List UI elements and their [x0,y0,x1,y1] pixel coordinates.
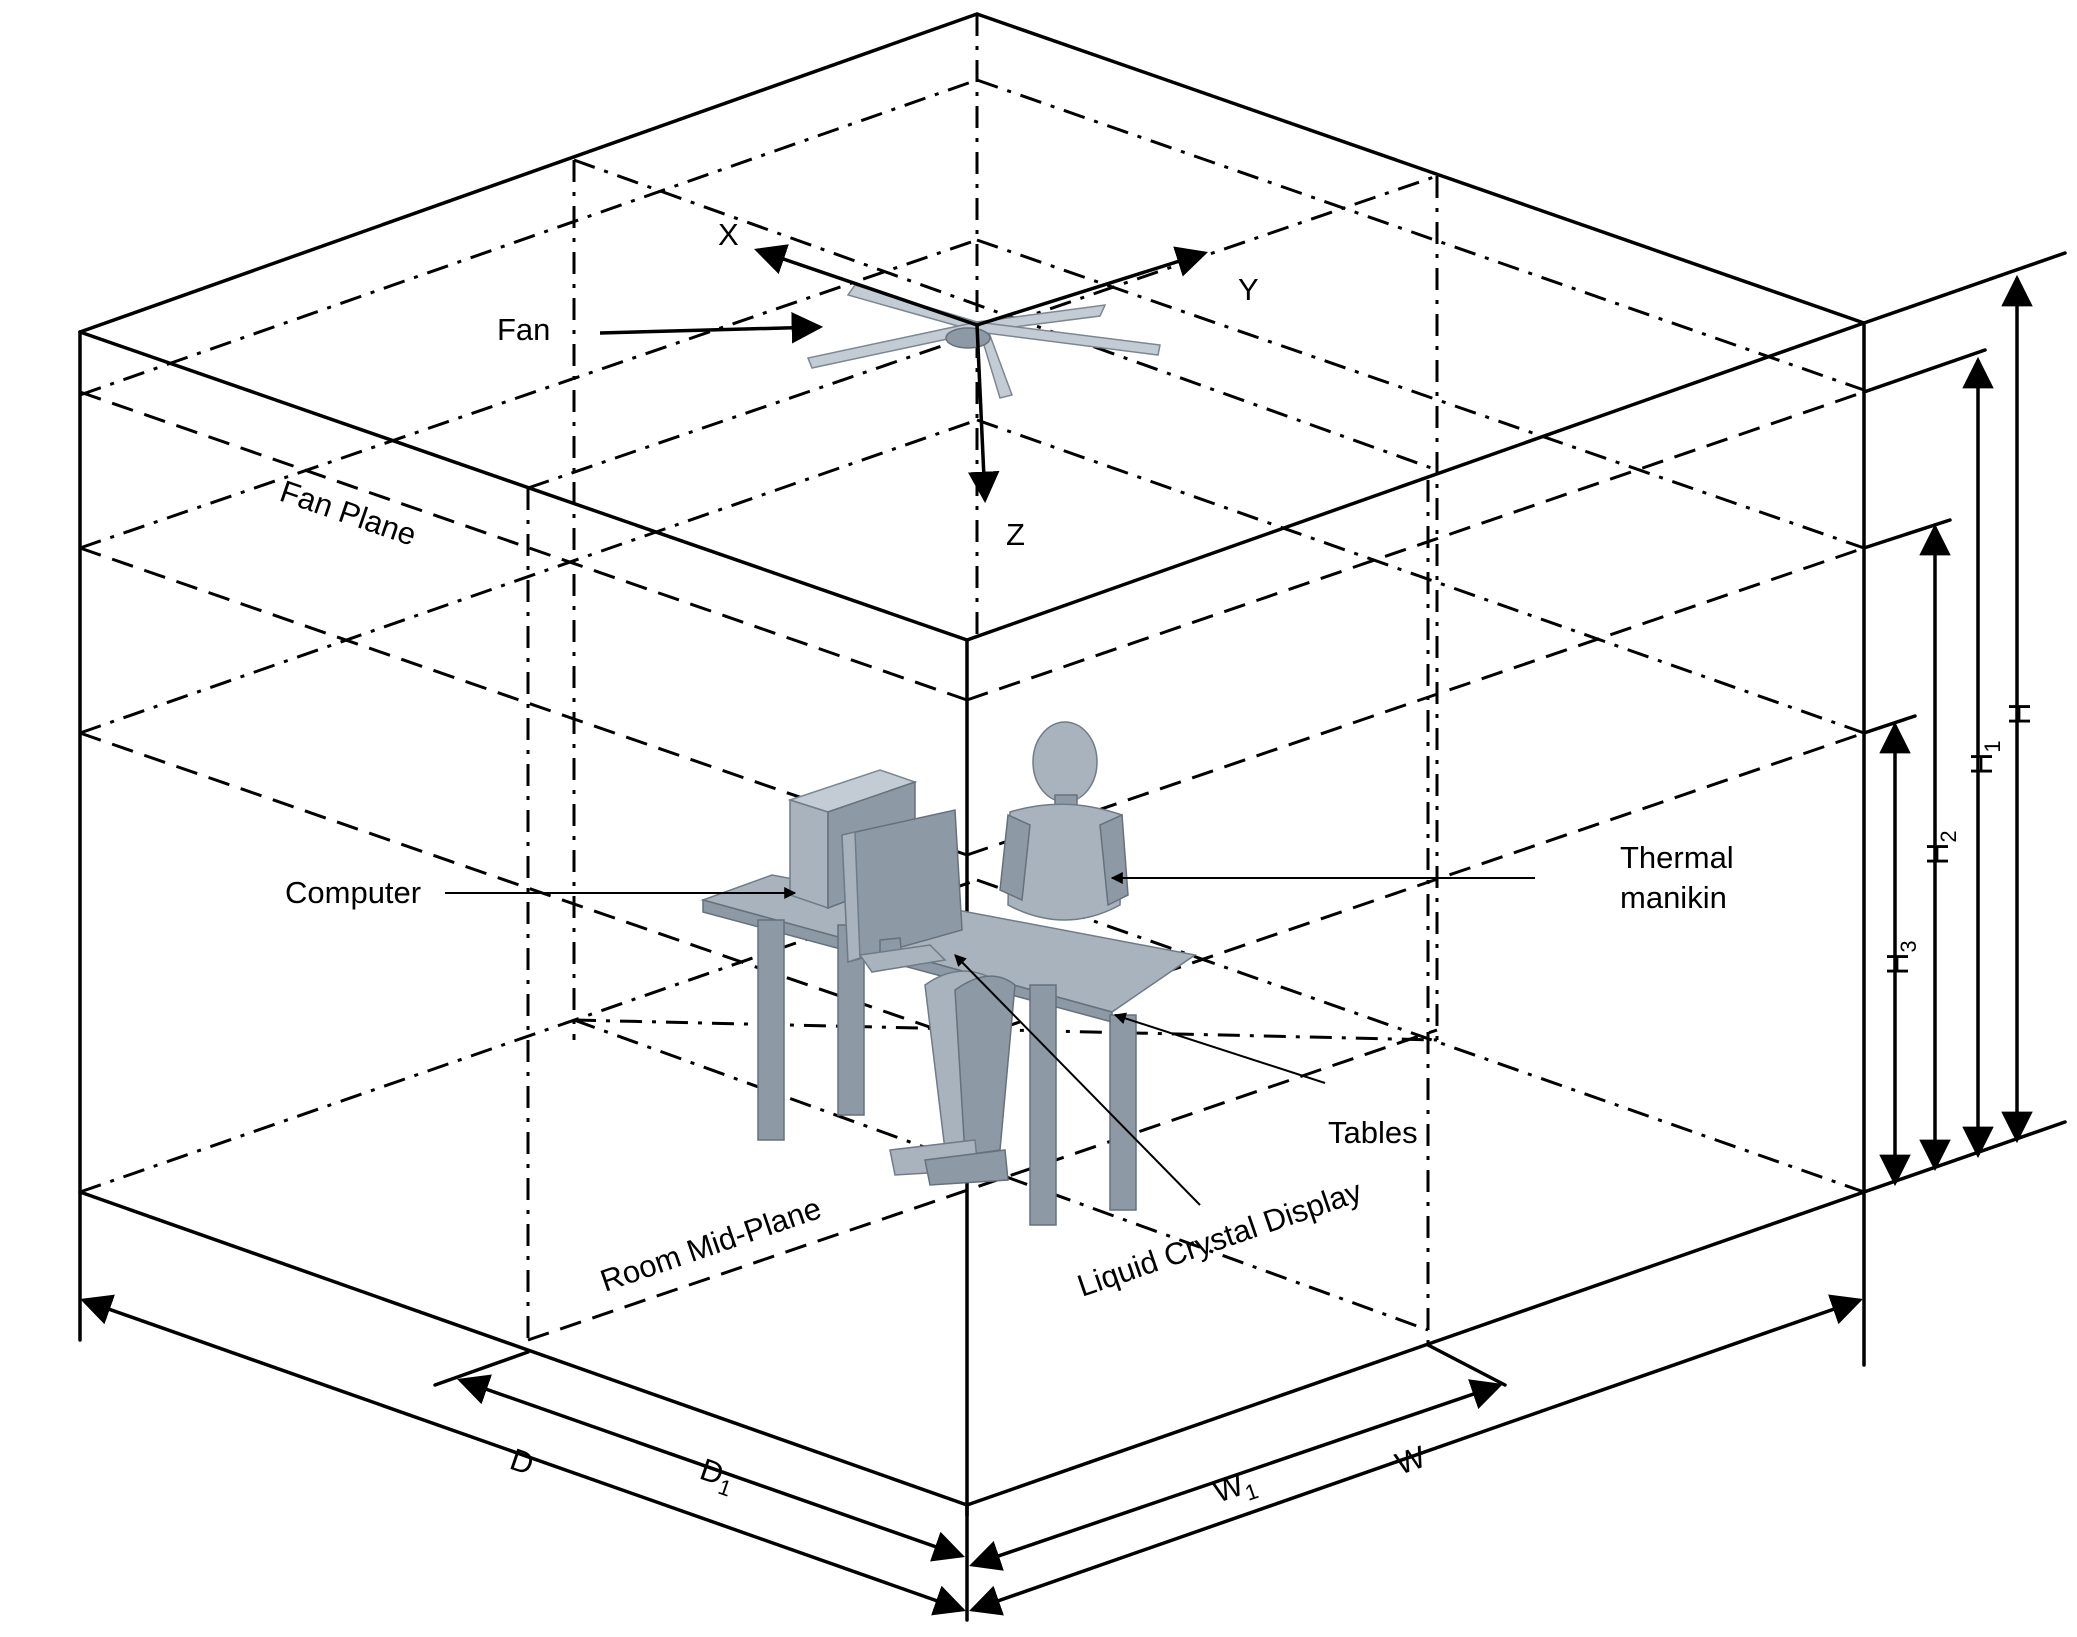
dim-h2-label: H2 [1920,830,1961,865]
dim-d1-label: D1 [694,1452,740,1502]
tables-label: Tables [1328,1115,1418,1150]
dimensions [80,251,2067,1622]
dim-d-label: D [506,1442,539,1482]
y-axis-label: Y [1238,272,1259,307]
dim-w1-label: W1 [1209,1463,1262,1515]
axes [754,244,1209,504]
x-axis-arrow [754,244,978,327]
fan-model [806,284,1161,399]
top-back-right-edge [975,12,1866,325]
dim-h-label: H [2002,703,2037,725]
leader-lines [445,312,1535,1206]
tables-leader [1113,1012,1326,1084]
room-box [78,12,1866,1517]
top-back-left-edge [78,12,979,334]
lcd-model [841,809,963,973]
room-mid-plane-label: Room Mid-Plane [596,1190,826,1298]
labels: X Y Z Fan Fan Plane Computer Thermal man… [276,217,2037,1515]
fan-label: Fan [497,312,550,347]
thermal-manikin-label-line1: Thermal [1620,840,1734,875]
dim-h3-label: H3 [1880,940,1921,975]
z-axis-arrow [967,324,1000,504]
thermal-manikin-label-line2: manikin [1620,880,1727,915]
dim-w-label: W [1391,1439,1431,1482]
dim-d1-line [457,1374,965,1562]
dim-w1-line [969,1379,1503,1571]
fan-leader [599,312,824,344]
top-front-right-edge [965,321,1866,642]
y-axis-arrow [976,246,1209,327]
z-axis-label: Z [1006,517,1025,552]
manikin-model [889,721,1129,1186]
dim-h1-label: H1 [1964,740,2005,775]
x-axis-label: X [718,217,739,252]
top-front-left-edge [78,330,969,642]
computer-label: Computer [285,875,421,910]
lcd-leader [954,954,1201,1206]
